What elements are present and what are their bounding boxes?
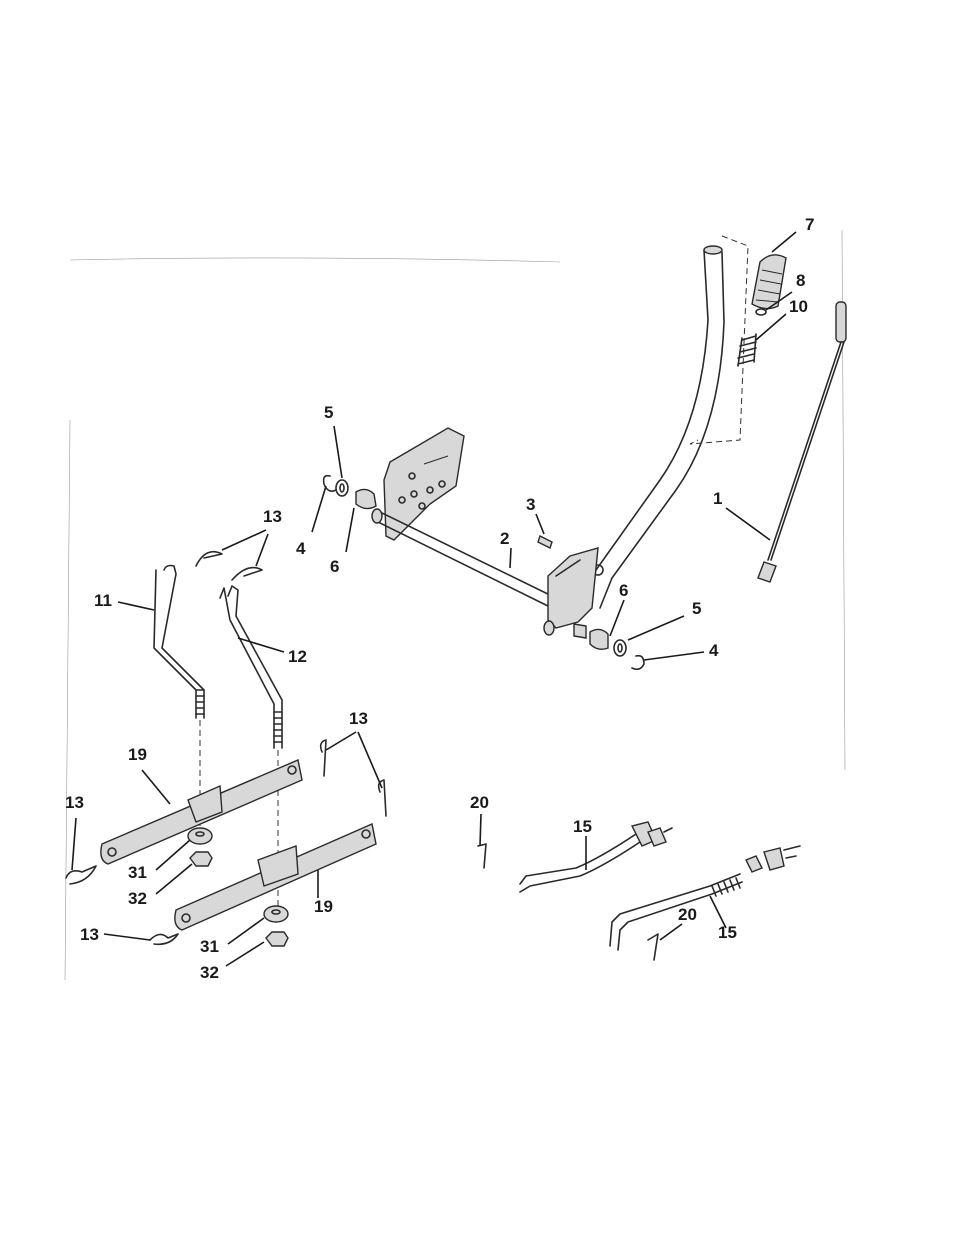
washer-right: [614, 640, 626, 656]
hairpin-clip-bottom: [150, 934, 178, 944]
grip-ring: [756, 309, 766, 315]
callout-31-upper: 31: [128, 863, 147, 882]
lift-link-11: [154, 566, 204, 719]
shaft-bracket: [544, 548, 598, 635]
roll-pin: [538, 536, 552, 548]
callout-20-upper: 20: [470, 793, 489, 812]
hairpin-clip-right-b: [379, 780, 386, 816]
nut-upper: [190, 852, 212, 866]
callout-15-lower: 15: [718, 923, 737, 942]
callout-13-bottom: 13: [80, 925, 99, 944]
nut-lower: [266, 932, 288, 946]
spacer-upper: [188, 828, 212, 844]
lift-rod: [758, 302, 846, 582]
washer-left: [336, 480, 348, 496]
callout-10: 10: [789, 297, 808, 316]
callout-2: 2: [500, 529, 509, 548]
scan-texture: [65, 230, 845, 980]
callout-19-lower: 19: [314, 897, 333, 916]
lift-arm-upper: [101, 760, 302, 864]
callout-6-right: 6: [619, 581, 628, 600]
callout-13-left: 13: [65, 793, 84, 812]
callout-7: 7: [805, 215, 814, 234]
clip-right: [632, 656, 644, 670]
callout-1: 1: [713, 489, 722, 508]
bushing-right: [574, 624, 608, 649]
spacer-lower: [264, 906, 288, 922]
callout-8: 8: [796, 271, 805, 290]
callout-5-left: 5: [324, 403, 333, 422]
lift-link-12: [220, 586, 282, 748]
callout-11: 11: [94, 591, 112, 610]
adjusting-rod-upper: [520, 822, 672, 892]
cotter-pin-lower: [648, 934, 658, 960]
callout-32-lower: 32: [200, 963, 219, 982]
callout-labels: 7 8 10 1 2 3 5 4 6 6 5 4 13 11 12 13 19 …: [65, 215, 814, 982]
hairpin-clip-upper-a: [196, 552, 222, 566]
callout-31-lower: 31: [200, 937, 219, 956]
callout-3: 3: [526, 495, 535, 514]
callout-13-right: 13: [349, 709, 368, 728]
callout-5-right: 5: [692, 599, 701, 618]
callout-6-left: 6: [330, 557, 339, 576]
callout-13-upper: 13: [263, 507, 282, 526]
callout-19-upper: 19: [128, 745, 147, 764]
lift-handle: [586, 236, 748, 608]
callout-32-upper: 32: [128, 889, 147, 908]
callout-12: 12: [288, 647, 307, 666]
handle-spring: [738, 334, 756, 366]
callout-4-left: 4: [296, 539, 306, 558]
hairpin-clip-right-a: [321, 740, 326, 776]
leader-lines: [72, 232, 796, 966]
bushing-left: [356, 489, 376, 508]
hairpin-clip-upper-b: [232, 568, 262, 580]
callout-20-lower: 20: [678, 905, 697, 924]
hairpin-clip-left: [66, 866, 96, 884]
callout-4-right: 4: [709, 641, 719, 660]
callout-15-upper: 15: [573, 817, 592, 836]
cotter-pin-upper: [478, 844, 486, 868]
adjusting-rod-lower: [610, 846, 800, 950]
mounting-plate: [384, 428, 464, 540]
